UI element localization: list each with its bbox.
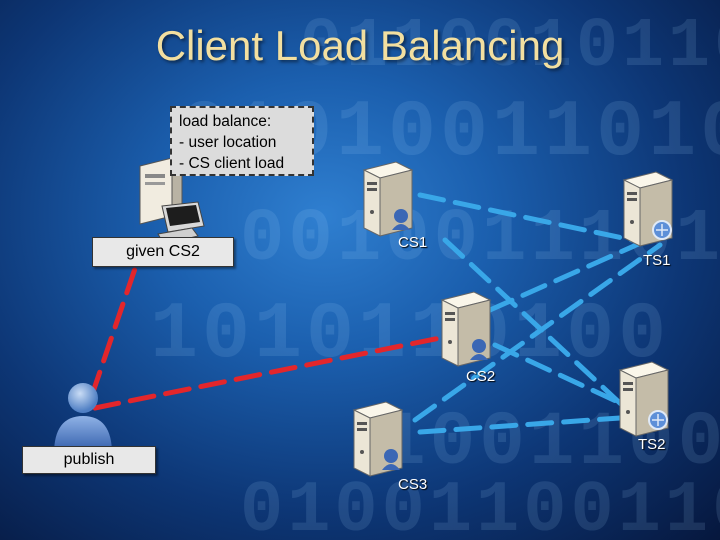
cs3-label: CS3 [398, 476, 428, 493]
link-cs2-ts1 [487, 235, 655, 313]
link-client-callout-pc [89, 245, 145, 398]
slide-title: Client Load Balancing [155, 22, 565, 69]
cs1-label: CS1 [398, 234, 428, 251]
callout-line: - user location [179, 134, 277, 151]
callout-line: - CS client load [179, 155, 285, 172]
link-cs2-ts2 [492, 342, 621, 405]
link-cs1-ts2 [442, 237, 625, 408]
cs1-server-icon [362, 161, 414, 237]
ts2-label: TS2 [638, 436, 666, 453]
client-computer-icon [139, 158, 205, 245]
given-cs2-label: given CS2 [92, 237, 234, 267]
link-cs1-ts1 [417, 192, 635, 243]
link-client-cs2 [92, 332, 458, 411]
cs3-server-icon [352, 401, 404, 477]
cs2-server-icon [440, 291, 492, 367]
user-icon [54, 383, 112, 454]
link-cs3-ts2 [417, 415, 623, 435]
callout-line: load balance: [179, 113, 272, 130]
publish-label: publish [22, 446, 156, 474]
cs2-label: CS2 [466, 368, 496, 385]
load-balance-callout: load balance: - user location - CS clien… [170, 106, 314, 176]
ts1-label: TS1 [643, 252, 671, 269]
background-binary-row: 0110010110100 [300, 8, 720, 87]
ts1-server-icon [622, 171, 674, 247]
background-binary-row: 01001100110 [240, 470, 720, 540]
ts2-server-icon [618, 361, 670, 437]
link-cs3-ts1 [412, 242, 663, 423]
